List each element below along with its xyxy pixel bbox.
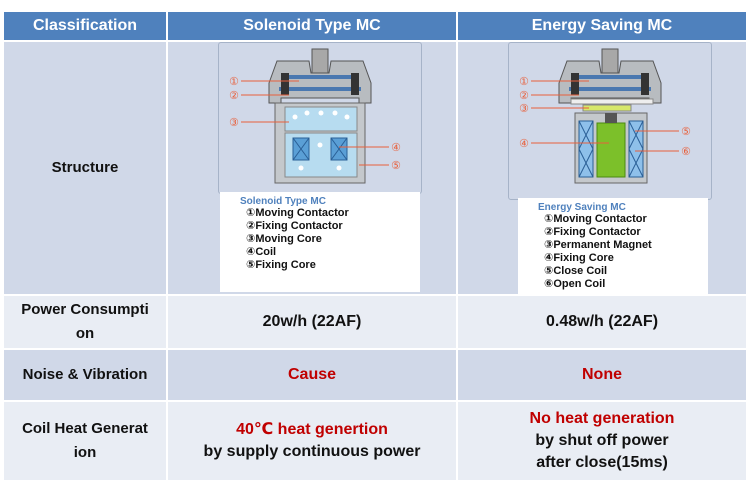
legend-item: ①Moving Contactor — [246, 207, 349, 219]
energy-legend: Energy Saving MC ①Moving Contactor ②Fixi… — [518, 198, 708, 294]
callout-5: ⑤ — [681, 125, 691, 138]
callout-2: ② — [229, 89, 239, 102]
solenoid-contactor-illustration: ① ② ③ ④ ⑤ — [229, 48, 401, 184]
callout-2: ② — [519, 89, 529, 102]
noise-label: Noise & Vibration — [22, 366, 148, 383]
callout-3: ③ — [229, 116, 239, 129]
energy-contactor-illustration: ① ② ③ ④ ⑤ ⑥ — [519, 48, 691, 184]
energy-structure-cell: ① ② ③ ④ ⑤ ⑥ Energy Saving MC ①Moving Con… — [458, 42, 746, 294]
energy-noise-value: None — [582, 366, 622, 383]
noise-label-cell: Noise & Vibration — [4, 350, 168, 400]
solenoid-noise-cell: Cause — [168, 350, 458, 400]
energy-legend-title: Energy Saving MC — [538, 202, 626, 213]
heat-label-cell: Coil Heat Generat ion — [4, 402, 168, 480]
energy-power-cell: 0.48w/h (22AF) — [458, 296, 746, 348]
header-solenoid: Solenoid Type MC — [168, 12, 458, 40]
power-label-cell: Power Consumpti on — [4, 296, 168, 348]
callout-3: ③ — [519, 102, 529, 115]
solenoid-legend-title: Solenoid Type MC — [240, 196, 326, 207]
solenoid-structure-cell: ① ② ③ ④ ⑤ Solenoid Type MC ①Moving Conta… — [168, 42, 458, 294]
power-label: Power Consumpti on — [21, 298, 149, 346]
legend-item: ①Moving Contactor — [544, 213, 647, 225]
callout-6: ⑥ — [681, 145, 691, 158]
legend-item: ③Moving Core — [246, 233, 322, 245]
solenoid-heat-cell: 40℃ heat genertion by supply continuous … — [168, 402, 458, 480]
callout-1: ① — [229, 75, 239, 88]
solenoid-noise-value: Cause — [287, 366, 337, 383]
power-row: Power Consumpti on 20w/h (22AF) 0.48w/h … — [4, 296, 746, 350]
legend-item: ⑤Close Coil — [544, 265, 608, 277]
heat-label: Coil Heat Generat ion — [22, 417, 148, 465]
callout-5: ⑤ — [391, 159, 401, 172]
energy-heat-line1: No heat generation — [529, 410, 675, 427]
noise-row: Noise & Vibration Cause None — [4, 350, 746, 402]
legend-item: ⑥Open Coil — [544, 278, 606, 290]
energy-heat-line2: by shut off power — [535, 432, 669, 449]
heat-label-line2: ion — [73, 444, 97, 461]
header-energy: Energy Saving MC — [458, 12, 746, 40]
energy-heat-value: No heat generation by shut off power aft… — [530, 408, 675, 474]
solenoid-power-value: 20w/h (22AF) — [262, 313, 362, 330]
energy-heat-cell: No heat generation by shut off power aft… — [458, 402, 746, 480]
callout-1: ① — [519, 75, 529, 88]
legend-item: ④Fixing Core — [544, 252, 614, 264]
solenoid-legend: Solenoid Type MC ①Moving Contactor ②Fixi… — [220, 192, 420, 292]
structure-row: Structure — [4, 42, 746, 296]
legend-item: ③Permanent Magnet — [544, 239, 652, 251]
power-label-line1: Power Consumpti — [21, 301, 149, 318]
solenoid-power-cell: 20w/h (22AF) — [168, 296, 458, 348]
energy-diagram: ① ② ③ ④ ⑤ ⑥ — [508, 42, 712, 200]
header-classification: Classification — [4, 12, 168, 40]
solenoid-heat-line1: 40℃ heat genertion — [236, 421, 388, 438]
callout-4: ④ — [519, 137, 529, 150]
structure-label: Structure — [51, 159, 119, 176]
solenoid-heat-value: 40℃ heat genertion by supply continuous … — [204, 419, 421, 463]
power-label-line2: on — [75, 325, 95, 342]
header-row: Classification Solenoid Type MC Energy S… — [4, 12, 746, 42]
energy-power-value: 0.48w/h (22AF) — [545, 313, 659, 330]
solenoid-diagram: ① ② ③ ④ ⑤ — [218, 42, 422, 194]
solenoid-heat-line2: by supply continuous power — [203, 443, 421, 460]
legend-item: ②Fixing Contactor — [246, 220, 343, 232]
callout-4: ④ — [391, 141, 401, 154]
legend-item: ②Fixing Contactor — [544, 226, 641, 238]
heat-row: Coil Heat Generat ion 40℃ heat genertion… — [4, 402, 746, 482]
heat-label-line1: Coil Heat Generat — [22, 420, 148, 437]
structure-label-cell: Structure — [4, 42, 168, 294]
energy-heat-line3: after close(15ms) — [536, 454, 668, 471]
comparison-table: Classification Solenoid Type MC Energy S… — [4, 12, 746, 482]
energy-noise-cell: None — [458, 350, 746, 400]
legend-item: ④Coil — [246, 246, 277, 258]
legend-item: ⑤Fixing Core — [246, 259, 316, 271]
